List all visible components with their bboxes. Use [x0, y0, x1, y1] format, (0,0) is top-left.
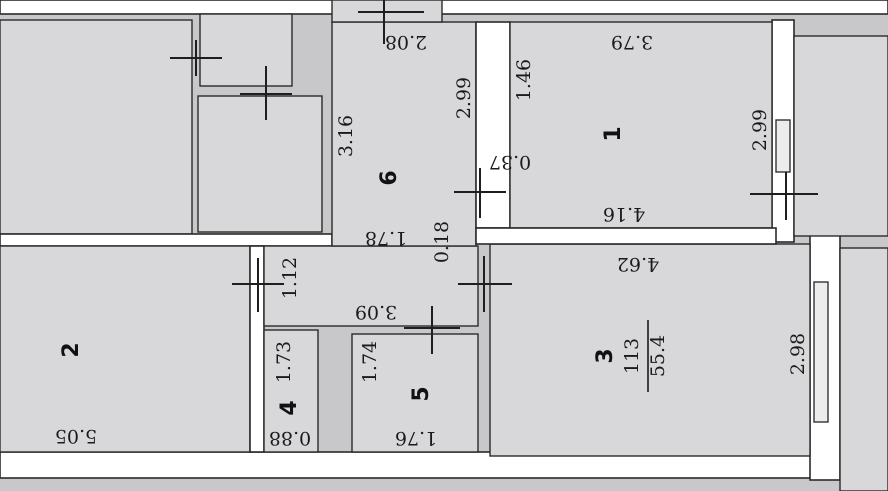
room1-height: 2.99	[749, 109, 771, 151]
door-marker-2	[240, 66, 292, 120]
room3-width: 4.62	[617, 253, 659, 275]
room1-width: 3.79	[611, 31, 653, 53]
wall-mid-left	[0, 233, 333, 247]
room-5	[351, 333, 479, 453]
room1-number: 1	[601, 126, 626, 141]
door-marker-1	[170, 40, 222, 76]
room-4	[263, 329, 319, 453]
corridor	[263, 245, 479, 327]
room-far-right	[793, 35, 888, 237]
room5-number: 5	[409, 386, 434, 401]
room-far-right-bottom	[839, 247, 888, 491]
room5-height: 1.74	[359, 341, 381, 383]
window-room-1	[775, 119, 791, 173]
room6-number: 6	[377, 170, 402, 185]
room-1	[509, 21, 773, 229]
room3-code: 113	[621, 338, 643, 374]
room6-width: 2.08	[385, 31, 427, 53]
recess-height: 2.99	[453, 77, 475, 119]
room-6	[331, 21, 477, 247]
wall-mid-right	[475, 227, 777, 245]
room6-height: 3.16	[335, 115, 357, 157]
room3-area: 55.4	[647, 335, 669, 377]
room3-number: 3	[593, 348, 618, 363]
door-marker-6	[458, 256, 512, 312]
wall-recess	[475, 21, 511, 229]
gap-dim: 0.18	[431, 221, 453, 263]
door-marker-8	[358, 0, 424, 44]
room2-number: 2	[59, 342, 84, 357]
recess-width: 0.37	[489, 151, 531, 173]
room1-bottom: 4.16	[603, 203, 645, 225]
recess-depth: 1.46	[513, 59, 535, 101]
room2-width: 5.05	[55, 425, 97, 447]
room-2	[0, 245, 251, 453]
room5-width: 1.76	[395, 427, 437, 449]
outer-wall-top	[0, 0, 888, 15]
room-3	[489, 243, 811, 457]
door-marker-3	[232, 258, 284, 312]
room3-height: 2.98	[787, 333, 809, 375]
window-room-3	[813, 281, 829, 423]
room4-height: 1.73	[273, 341, 295, 383]
door-marker-4	[404, 306, 460, 354]
room4-width: 0.88	[269, 427, 311, 449]
door-marker-5	[454, 168, 506, 218]
room6-width2: 1.78	[365, 227, 407, 249]
closet-top	[199, 13, 293, 87]
door-marker-7	[750, 172, 818, 220]
room4-number: 4	[277, 400, 302, 415]
room6-bottom: 3.09	[355, 301, 397, 323]
corridor-left-dim: 1.12	[279, 257, 301, 299]
room-top-left	[0, 19, 193, 235]
closet-box	[197, 95, 323, 233]
